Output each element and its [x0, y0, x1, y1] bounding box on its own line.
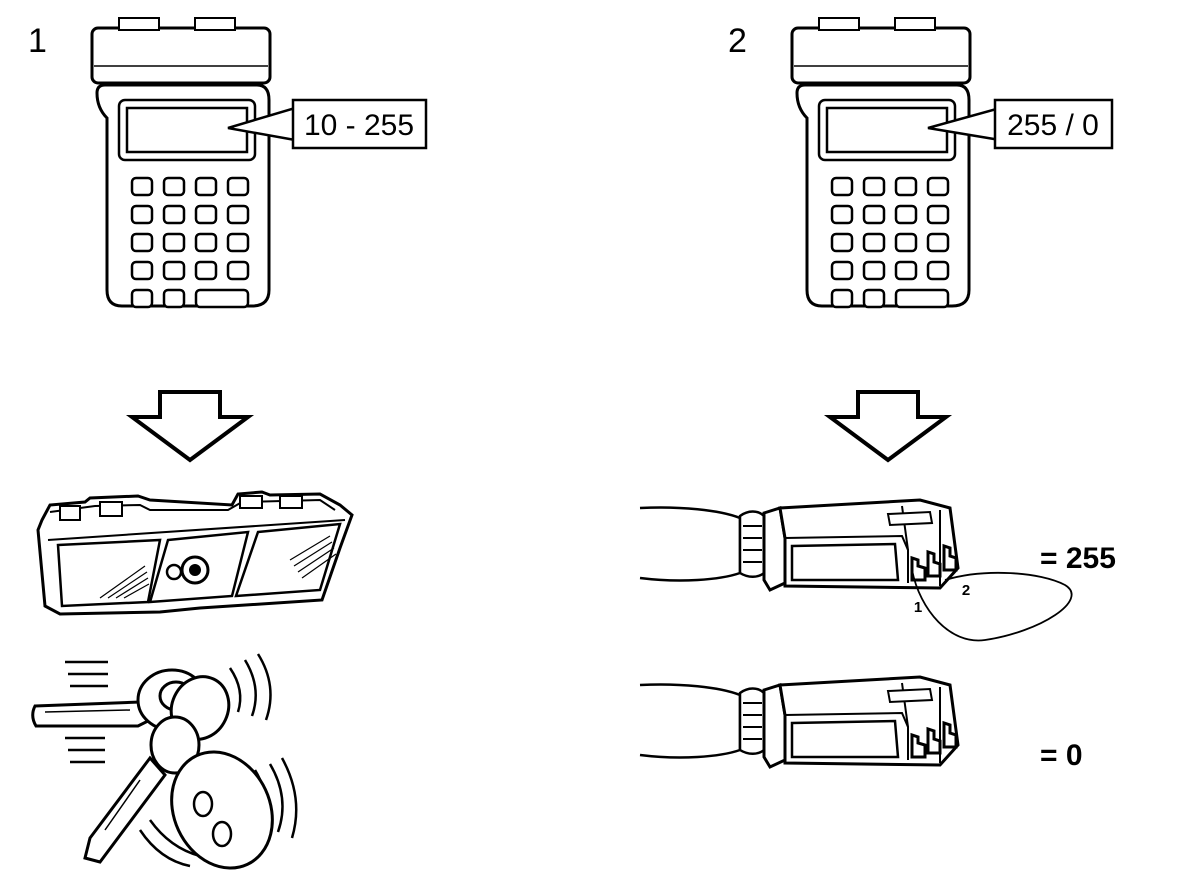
key-icon [31, 653, 298, 870]
display-callout-box [993, 98, 1114, 150]
diagnostic-tester-icon [790, 16, 972, 309]
pin-label: 2 [962, 582, 970, 599]
connector-icon [638, 675, 960, 769]
panel-1: 1 10 - 255 [28, 16, 428, 870]
connector-icon [638, 498, 960, 592]
down-arrow-icon [130, 390, 250, 462]
down-arrow-icon [828, 390, 948, 462]
jumper-wire-icon [911, 569, 1073, 642]
panel-2: 2 255 / 0 1 2 = 255 = 0 [638, 16, 1116, 772]
step-number: 2 [728, 22, 747, 60]
display-callout-box [291, 98, 428, 150]
display-callout-label: 10 - 255 [304, 109, 414, 142]
display-callout-label: 255 / 0 [1007, 109, 1099, 142]
pin-label: 1 [914, 599, 922, 616]
step-number: 1 [28, 22, 47, 60]
diagnostic-tester-icon [90, 16, 272, 309]
result-label: = 255 [1040, 542, 1116, 575]
dashboard-module-icon [36, 490, 354, 616]
result-label: = 0 [1040, 739, 1083, 772]
